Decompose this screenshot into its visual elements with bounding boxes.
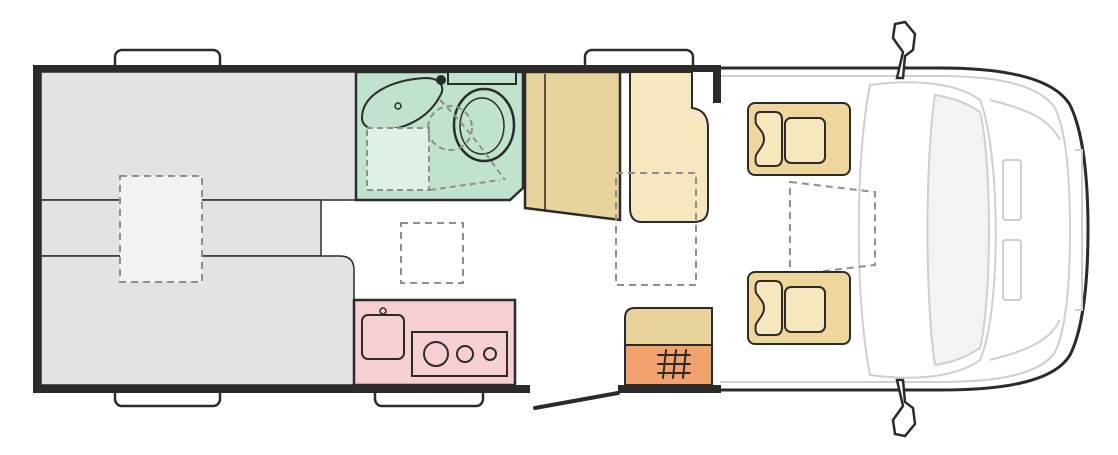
- wall-bottom-left: [33, 385, 530, 393]
- front-grille: [1075, 149, 1083, 311]
- toilet-seat: [459, 97, 505, 155]
- shower-tray: [366, 127, 430, 191]
- burner-small-icon: [483, 347, 497, 361]
- wall-cab-divider-top: [713, 65, 721, 103]
- hood-line-top: [989, 99, 1061, 141]
- cupboard-top: [624, 307, 713, 346]
- table-outline: [615, 172, 697, 286]
- exterior-walls: [33, 65, 721, 393]
- rear-bed: [40, 71, 357, 386]
- kitchen: [352, 298, 517, 387]
- toilet-cistern: [447, 71, 517, 85]
- dinette-bench: [629, 71, 709, 223]
- door-swing-arrow: [429, 179, 501, 191]
- mirror-top-icon: [891, 20, 917, 80]
- entry-door: [533, 391, 620, 410]
- sink-icon: [361, 314, 405, 360]
- heater-fins: [657, 349, 691, 379]
- shower-swing-arc: [427, 105, 473, 151]
- mirror-bottom-icon: [891, 378, 917, 438]
- windshield-inner: [926, 93, 990, 367]
- captain-chair-icon: [747, 102, 851, 176]
- seat-icon: [629, 71, 709, 223]
- cab-seats: [747, 102, 851, 345]
- wall-bottom-right: [618, 385, 721, 393]
- door-swing-arc: [439, 99, 506, 181]
- cupboard: [624, 307, 713, 386]
- passenger-seat-back: [754, 280, 783, 336]
- passenger-chair-icon: [747, 271, 851, 345]
- driver-seat-back: [754, 111, 783, 167]
- burner-medium-icon: [456, 345, 474, 363]
- hood-line-bottom: [989, 319, 1061, 361]
- wall-top: [33, 65, 721, 72]
- burner-large-icon: [423, 341, 449, 367]
- basin-drain: [394, 102, 402, 110]
- passenger-seat-cushion: [784, 286, 826, 333]
- mirrors: [891, 20, 917, 438]
- skylight-living: [400, 222, 464, 284]
- skylight-bed: [119, 175, 203, 283]
- wall-rear: [33, 65, 41, 393]
- stove-icon: [411, 331, 508, 377]
- cab-vent-top: [1002, 159, 1022, 221]
- door-leaf: [533, 391, 620, 410]
- driver-seat-cushion: [784, 117, 826, 164]
- shower-head-icon: [436, 75, 446, 85]
- cab-roof-line: [720, 75, 1072, 383]
- sink-tap: [379, 307, 387, 315]
- cab-vent-bottom: [1002, 239, 1022, 301]
- floor-markers: [400, 172, 876, 286]
- wardrobe-icon: [523, 70, 622, 222]
- wardrobe: [523, 70, 622, 222]
- cab-table-outline: [789, 180, 876, 277]
- bathroom: [354, 70, 525, 202]
